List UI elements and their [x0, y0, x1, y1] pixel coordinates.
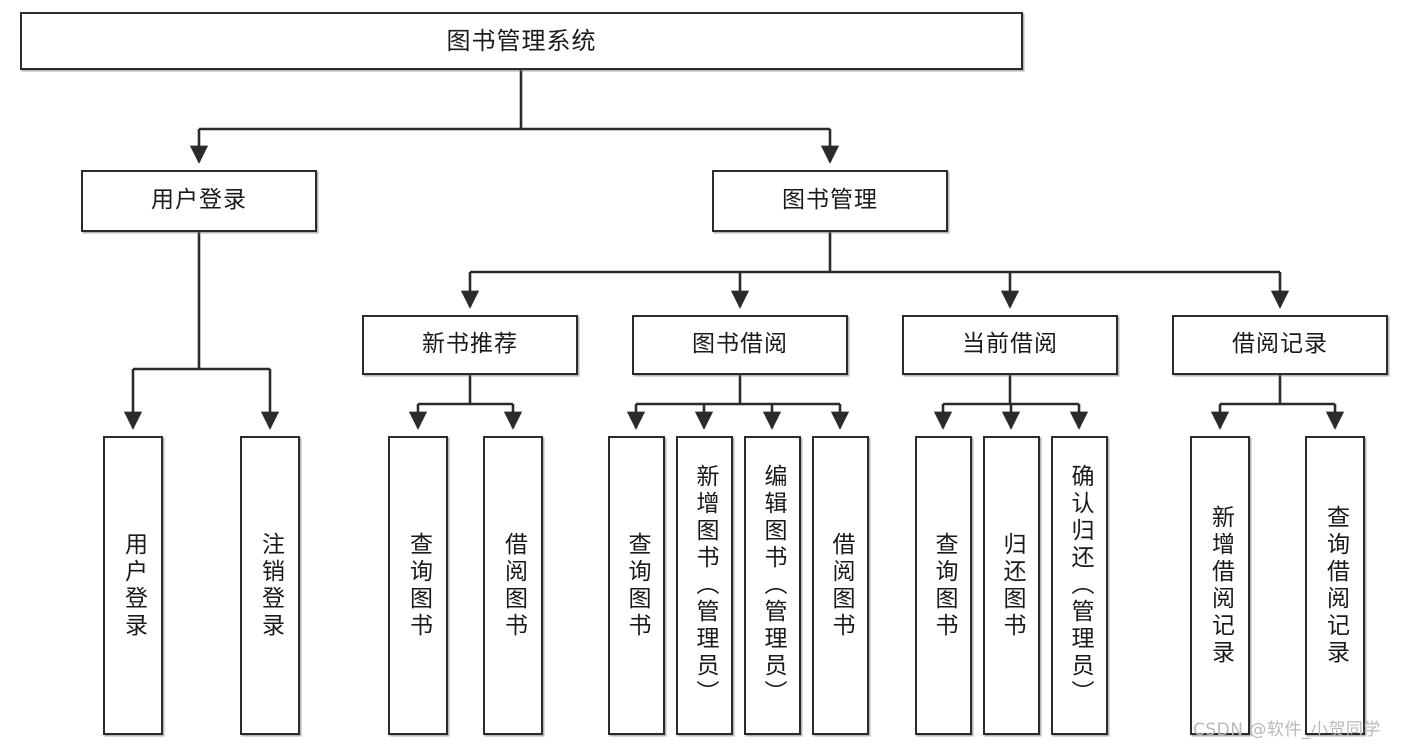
leaf-borrow-book-recommend[interactable]: 借阅图书 — [483, 436, 543, 735]
leaf-query-book-current-label: 查询图书 — [931, 531, 957, 640]
leaf-query-book-borrow[interactable]: 查询图书 — [608, 436, 665, 735]
leaf-edit-book-admin-label: 编辑图书（管理员） — [760, 464, 786, 707]
leaf-return-book[interactable]: 归还图书 — [983, 436, 1040, 735]
watermark: CSDN @软件_小贺同学 — [1193, 720, 1381, 740]
leaf-query-borrow-record-label: 查询借阅记录 — [1322, 504, 1349, 667]
leaf-borrow-book-label: 借阅图书 — [828, 531, 854, 640]
node-current-borrow[interactable]: 当前借阅 — [902, 315, 1118, 375]
node-borrow-records[interactable]: 借阅记录 — [1172, 315, 1388, 375]
leaf-user-login-label: 用户登录 — [120, 531, 147, 640]
node-user-login[interactable]: 用户登录 — [81, 170, 317, 232]
node-root[interactable]: 图书管理系统 — [20, 12, 1023, 70]
node-book-management-label: 图书管理 — [782, 187, 878, 214]
leaf-confirm-return-admin-label: 确认归还（管理员） — [1067, 464, 1093, 707]
node-user-login-label: 用户登录 — [151, 187, 247, 214]
leaf-return-book-label: 归还图书 — [999, 531, 1025, 640]
leaf-query-book-recommend-label: 查询图书 — [405, 531, 432, 640]
leaf-logout[interactable]: 注销登录 — [240, 436, 300, 735]
node-book-borrow-label: 图书借阅 — [692, 331, 788, 358]
leaf-borrow-book[interactable]: 借阅图书 — [812, 436, 869, 735]
leaf-logout-label: 注销登录 — [257, 531, 284, 640]
node-new-book-recommend[interactable]: 新书推荐 — [362, 315, 578, 375]
leaf-add-book-admin[interactable]: 新增图书（管理员） — [676, 436, 733, 735]
leaf-add-book-admin-label: 新增图书（管理员） — [692, 464, 718, 707]
leaf-add-borrow-record-label: 新增借阅记录 — [1207, 504, 1234, 667]
leaf-user-login[interactable]: 用户登录 — [103, 436, 163, 735]
leaf-query-book-current[interactable]: 查询图书 — [915, 436, 972, 735]
node-borrow-records-label: 借阅记录 — [1232, 331, 1328, 358]
leaf-edit-book-admin[interactable]: 编辑图书（管理员） — [744, 436, 801, 735]
leaf-query-book-recommend[interactable]: 查询图书 — [388, 436, 448, 735]
node-new-book-recommend-label: 新书推荐 — [422, 331, 518, 358]
leaf-query-borrow-record[interactable]: 查询借阅记录 — [1305, 436, 1365, 735]
node-current-borrow-label: 当前借阅 — [962, 331, 1058, 358]
leaf-borrow-book-recommend-label: 借阅图书 — [500, 531, 527, 640]
node-root-label: 图书管理系统 — [446, 26, 597, 55]
node-book-borrow[interactable]: 图书借阅 — [632, 315, 848, 375]
leaf-query-book-borrow-label: 查询图书 — [624, 531, 650, 640]
leaf-confirm-return-admin[interactable]: 确认归还（管理员） — [1051, 436, 1108, 735]
node-book-management[interactable]: 图书管理 — [712, 170, 948, 232]
leaf-add-borrow-record[interactable]: 新增借阅记录 — [1190, 436, 1250, 735]
